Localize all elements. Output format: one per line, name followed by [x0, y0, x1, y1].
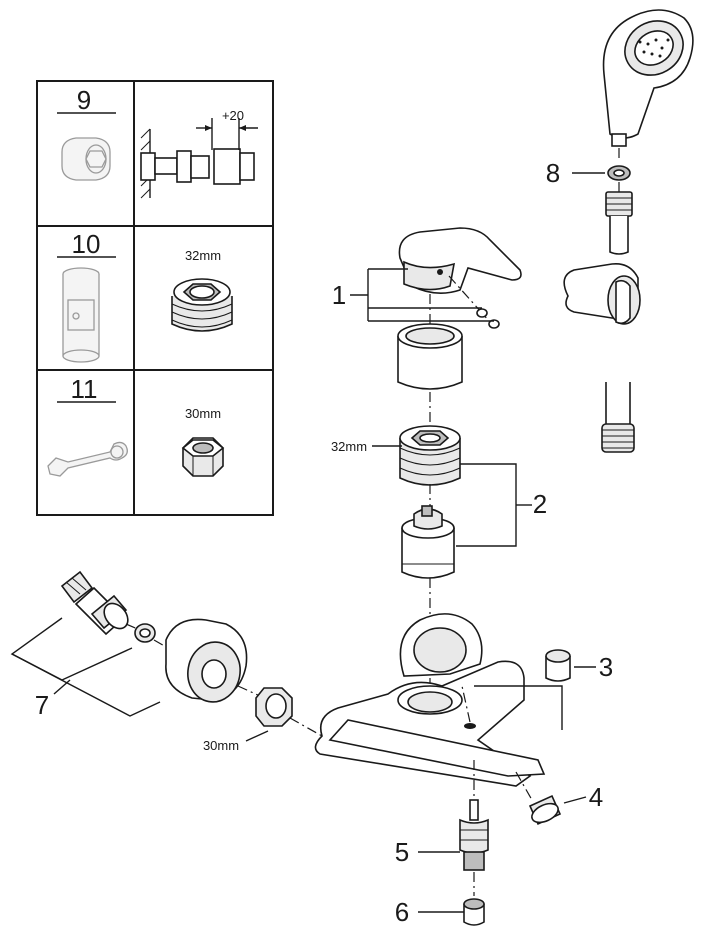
callout-2: 2 [533, 489, 547, 519]
callout-1: 1 [332, 280, 346, 310]
extension-adapter-icon [61, 137, 111, 181]
s-union-set: 30mm 7 [10, 570, 323, 753]
lever-screw-icon [476, 308, 500, 329]
diverter-cartridge-icon [459, 799, 489, 871]
wall-holder-icon [563, 262, 641, 325]
spare-parts-table: 9 [36, 80, 274, 516]
shower-hose-top-icon [605, 191, 633, 255]
mixer-body [314, 613, 546, 787]
assembly-sleeve-tool-icon [62, 267, 100, 363]
wrench-icon [47, 441, 128, 477]
extension-dimension: +20 [222, 108, 244, 123]
nut-size-label: 30mm [185, 406, 221, 421]
nut-32mm-icon [171, 278, 233, 332]
sleeve-size-label: 32mm [185, 248, 221, 263]
shower-hose-bottom-icon [601, 382, 635, 453]
nut-32mm-label: 32mm [331, 439, 367, 454]
callout-6: 6 [395, 897, 409, 927]
lever-handle: 1 [332, 227, 522, 329]
escutcheon-washer-icon [134, 623, 156, 643]
callout-3: 3 [599, 652, 613, 682]
table-row-9: 9 [57, 85, 258, 199]
blanking-cap-icon [545, 649, 571, 682]
table-row-11: 11 30mm [47, 374, 225, 477]
wall-extension-drawing: +20 [140, 108, 258, 199]
union-nut-30mm-icon [255, 687, 293, 727]
hose-washer-icon [607, 165, 631, 181]
callout-5: 5 [395, 837, 409, 867]
part-number-9: 9 [77, 85, 91, 115]
hand-shower-head [602, 9, 694, 147]
part-number-11: 11 [71, 374, 98, 404]
callout-7: 7 [35, 690, 49, 720]
wall-rosette-icon [165, 618, 248, 703]
mixing-cartridge [401, 505, 455, 579]
aerator-icon [528, 794, 562, 826]
table-row-10: 10 32mm [57, 229, 233, 363]
head-part-nut-32mm: 32mm [331, 425, 461, 486]
part-number-10: 10 [72, 229, 101, 259]
diverter-knob-icon [463, 898, 485, 926]
nut-30mm-icon [181, 437, 225, 477]
callout-8: 8 [546, 158, 560, 188]
nut-30mm-label: 30mm [203, 738, 239, 753]
callout-4: 4 [589, 782, 603, 812]
cover-sleeve-icon [397, 323, 463, 390]
s-union-icon [60, 570, 129, 636]
hand-shower-set: 8 [546, 9, 694, 453]
